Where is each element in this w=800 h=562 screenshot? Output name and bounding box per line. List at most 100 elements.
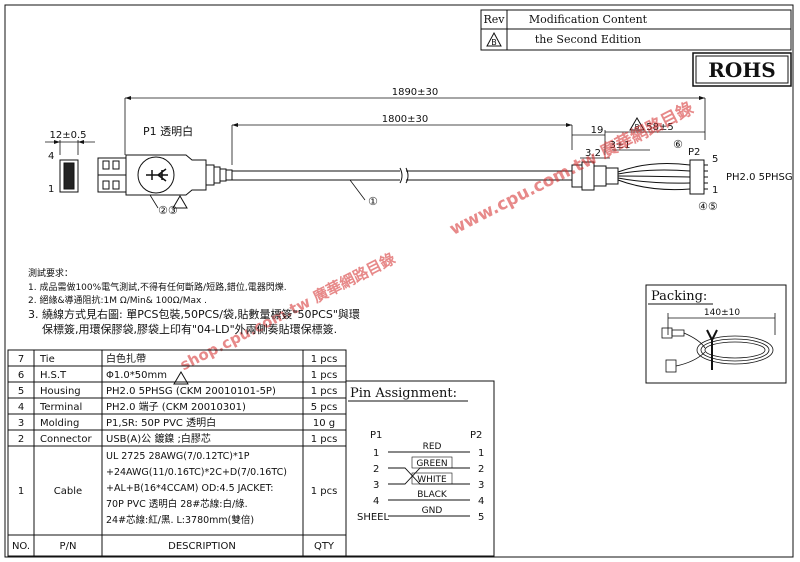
balloon-6: ⑥ xyxy=(673,138,683,151)
pin-left-label: 4 xyxy=(373,496,379,507)
watermark-1: www.cpu.com.tw 廣華網路目錄 xyxy=(446,98,697,240)
bom-row-qty: 5 pcs xyxy=(311,402,338,413)
balloon-4-5: ④⑤ xyxy=(698,200,718,213)
notes-title: 測試要求： xyxy=(28,267,73,279)
drawing-frame xyxy=(4,4,794,558)
bom-cable-line: +AL+B(16*4CCAM) OD:4.5 JACKET: xyxy=(106,483,273,494)
rohs-mark: ROHS xyxy=(708,58,775,82)
pin-right-label: 3 xyxy=(478,480,484,491)
usb-plug-drawing xyxy=(59,154,233,196)
bom-row-desc: PH2.0 端子 (CKM 20010301) xyxy=(106,400,246,413)
pin-right-label: 1 xyxy=(478,448,484,459)
dim-3-1: 3±1 xyxy=(609,140,630,151)
bom-cable-qty: 1 pcs xyxy=(311,486,338,497)
bom-row-no: 5 xyxy=(18,386,24,397)
rev-flag: B xyxy=(635,123,640,131)
bom-row-desc: 白色扎帶 xyxy=(106,352,146,365)
bom-row-no: 6 xyxy=(18,370,24,381)
test-notes: 測試要求： 1. 成品需做100%電气測試,不得有任何斷路/短路,錯位,電器閃爍… xyxy=(28,267,360,336)
bom-row-qty: 1 pcs xyxy=(311,354,338,365)
p2-label: P2 xyxy=(688,147,700,158)
bom-row-pn: Terminal xyxy=(39,402,82,413)
bom-row-qty: 1 pcs xyxy=(311,386,338,397)
pin-p1-header: P1 xyxy=(370,430,382,441)
pin-wire-label: BLACK xyxy=(417,490,448,500)
packing-box xyxy=(645,284,787,384)
pin-right-label: 4 xyxy=(478,496,484,507)
p2-pin1-label: 1 xyxy=(712,185,718,196)
bom-row-desc: USB(A)公 鍍鎳 ;白膠芯 xyxy=(106,432,211,445)
pin-left-label: SHEEL xyxy=(357,512,390,523)
pin-left-label: 3 xyxy=(373,480,379,491)
bom-row-qty: 1 pcs xyxy=(311,434,338,445)
bom-row-pn: Tie xyxy=(39,354,55,365)
dim-strip-length: 19 xyxy=(591,125,604,136)
bom-rows: 7 Tie 白色扎帶 1 pcs 6 H.S.T Φ1.0*50mm 1 pcs 5 Housin… xyxy=(18,352,337,445)
bom-row-pn: Housing xyxy=(40,386,81,397)
note-2: 2. 絕緣&導通阻抗:1M Ω/Min& 100Ω/Max . xyxy=(28,294,207,306)
bom-cable-line: 70P PVC 透明白 28#芯線:白/綠. xyxy=(106,498,248,510)
rev-value: B xyxy=(491,38,497,47)
pin-p2-header: P2 xyxy=(470,430,482,441)
wire-pair-box xyxy=(411,472,453,485)
rev-header: Rev xyxy=(483,13,505,26)
bom-row-pn: Molding xyxy=(40,418,79,429)
bom-row-pn: H.S.T xyxy=(40,370,67,381)
pin-right-label: 5 xyxy=(478,512,484,523)
bom-footer: NO. P/N DESCRIPTION QTY xyxy=(12,541,335,552)
pin-left-label: 1 xyxy=(373,448,379,459)
pin-right-label: 2 xyxy=(478,464,484,475)
bom-row-qty: 1 pcs xyxy=(311,370,338,381)
revision-table: Rev Modification Content B the Second Ed… xyxy=(480,9,792,51)
bom-footer-desc: DESCRIPTION xyxy=(168,541,236,552)
plug-pin1-label: 1 xyxy=(48,184,54,195)
pin-assignment-box xyxy=(345,380,495,557)
wire-pair-box xyxy=(411,456,453,469)
pin-wire-label: GREEN xyxy=(416,459,447,469)
bom-cable-row: 1 Cable 1 pcs UL 2725 28AWG(7/0.12TC)*1P… xyxy=(18,451,337,526)
modification-value: the Second Edition xyxy=(535,33,641,46)
balloon-2-3: ②③ xyxy=(158,204,178,217)
bom-cable-line: 24#芯線:紅/黑. L:3780mm(雙倍) xyxy=(106,514,254,526)
p2-pin5-label: 5 xyxy=(712,154,718,165)
modification-header: Modification Content xyxy=(529,13,648,26)
bom-cable-no: 1 xyxy=(18,486,24,497)
note-3a: 3. 繞線方式見右圖: 單PCS包裝,50PCS/袋,貼數量標簽"50PCS"與… xyxy=(28,307,360,321)
bom-row-desc: P1,SR: 50P PVC 透明白 xyxy=(106,416,216,429)
balloon-1: ① xyxy=(368,195,378,208)
packing-dim: 140±10 xyxy=(704,308,740,318)
plug-pin4-label: 4 xyxy=(48,151,54,162)
note-3b: 保標簽,用環保膠袋,膠袋上印有"04-LD"外兩側奏貼環保標簽. xyxy=(42,322,337,336)
bom-row-pn: Connector xyxy=(40,434,92,445)
pin-wire-label: GND xyxy=(422,506,443,516)
cable-drawing xyxy=(232,159,708,195)
coiled-cable-drawing xyxy=(661,327,774,373)
bom-row-no: 2 xyxy=(18,434,24,445)
bom-cable-line: UL 2725 28AWG(7/0.12TC)*1P xyxy=(106,451,250,462)
dim-3-2: 3.2 xyxy=(585,148,601,159)
packing-title: Packing: xyxy=(651,289,707,304)
pin-left-label: 2 xyxy=(373,464,379,475)
bom-row-no: 4 xyxy=(18,402,24,413)
note-1: 1. 成品需做100%電气測試,不得有任何斷路/短路,錯位,電器閃爍. xyxy=(28,281,287,293)
p2-connector-label: PH2.0 5PHSG xyxy=(726,172,793,183)
bom-row-no: 3 xyxy=(18,418,24,429)
bom-table xyxy=(7,349,347,557)
bom-row-qty: 10 g xyxy=(313,418,335,429)
bom-footer-pn: P/N xyxy=(60,541,77,552)
bom-row-desc: PH2.0 5PHSG (CKM 20010101-5P) xyxy=(106,386,276,397)
bom-footer-no: NO. xyxy=(12,541,30,552)
bom-row-desc: Φ1.0*50mm xyxy=(106,370,167,381)
dim-tail-length: 58±5 xyxy=(646,122,673,133)
dim-overall-length: 1890±30 xyxy=(392,87,439,98)
p1-label: P1 透明白 xyxy=(143,124,193,138)
pin-wire-label: RED xyxy=(423,442,442,452)
bom-row-no: 7 xyxy=(18,354,24,365)
dim-plug-length: 12±0.5 xyxy=(49,130,86,141)
pin-assignment-title: Pin Assignment: xyxy=(350,386,457,401)
bom-cable-pn: Cable xyxy=(54,486,82,497)
bom-cable-line: +24AWG(11/0.16TC)*2C+D(7/0.16TC) xyxy=(106,467,287,478)
bom-footer-qty: QTY xyxy=(314,541,335,552)
